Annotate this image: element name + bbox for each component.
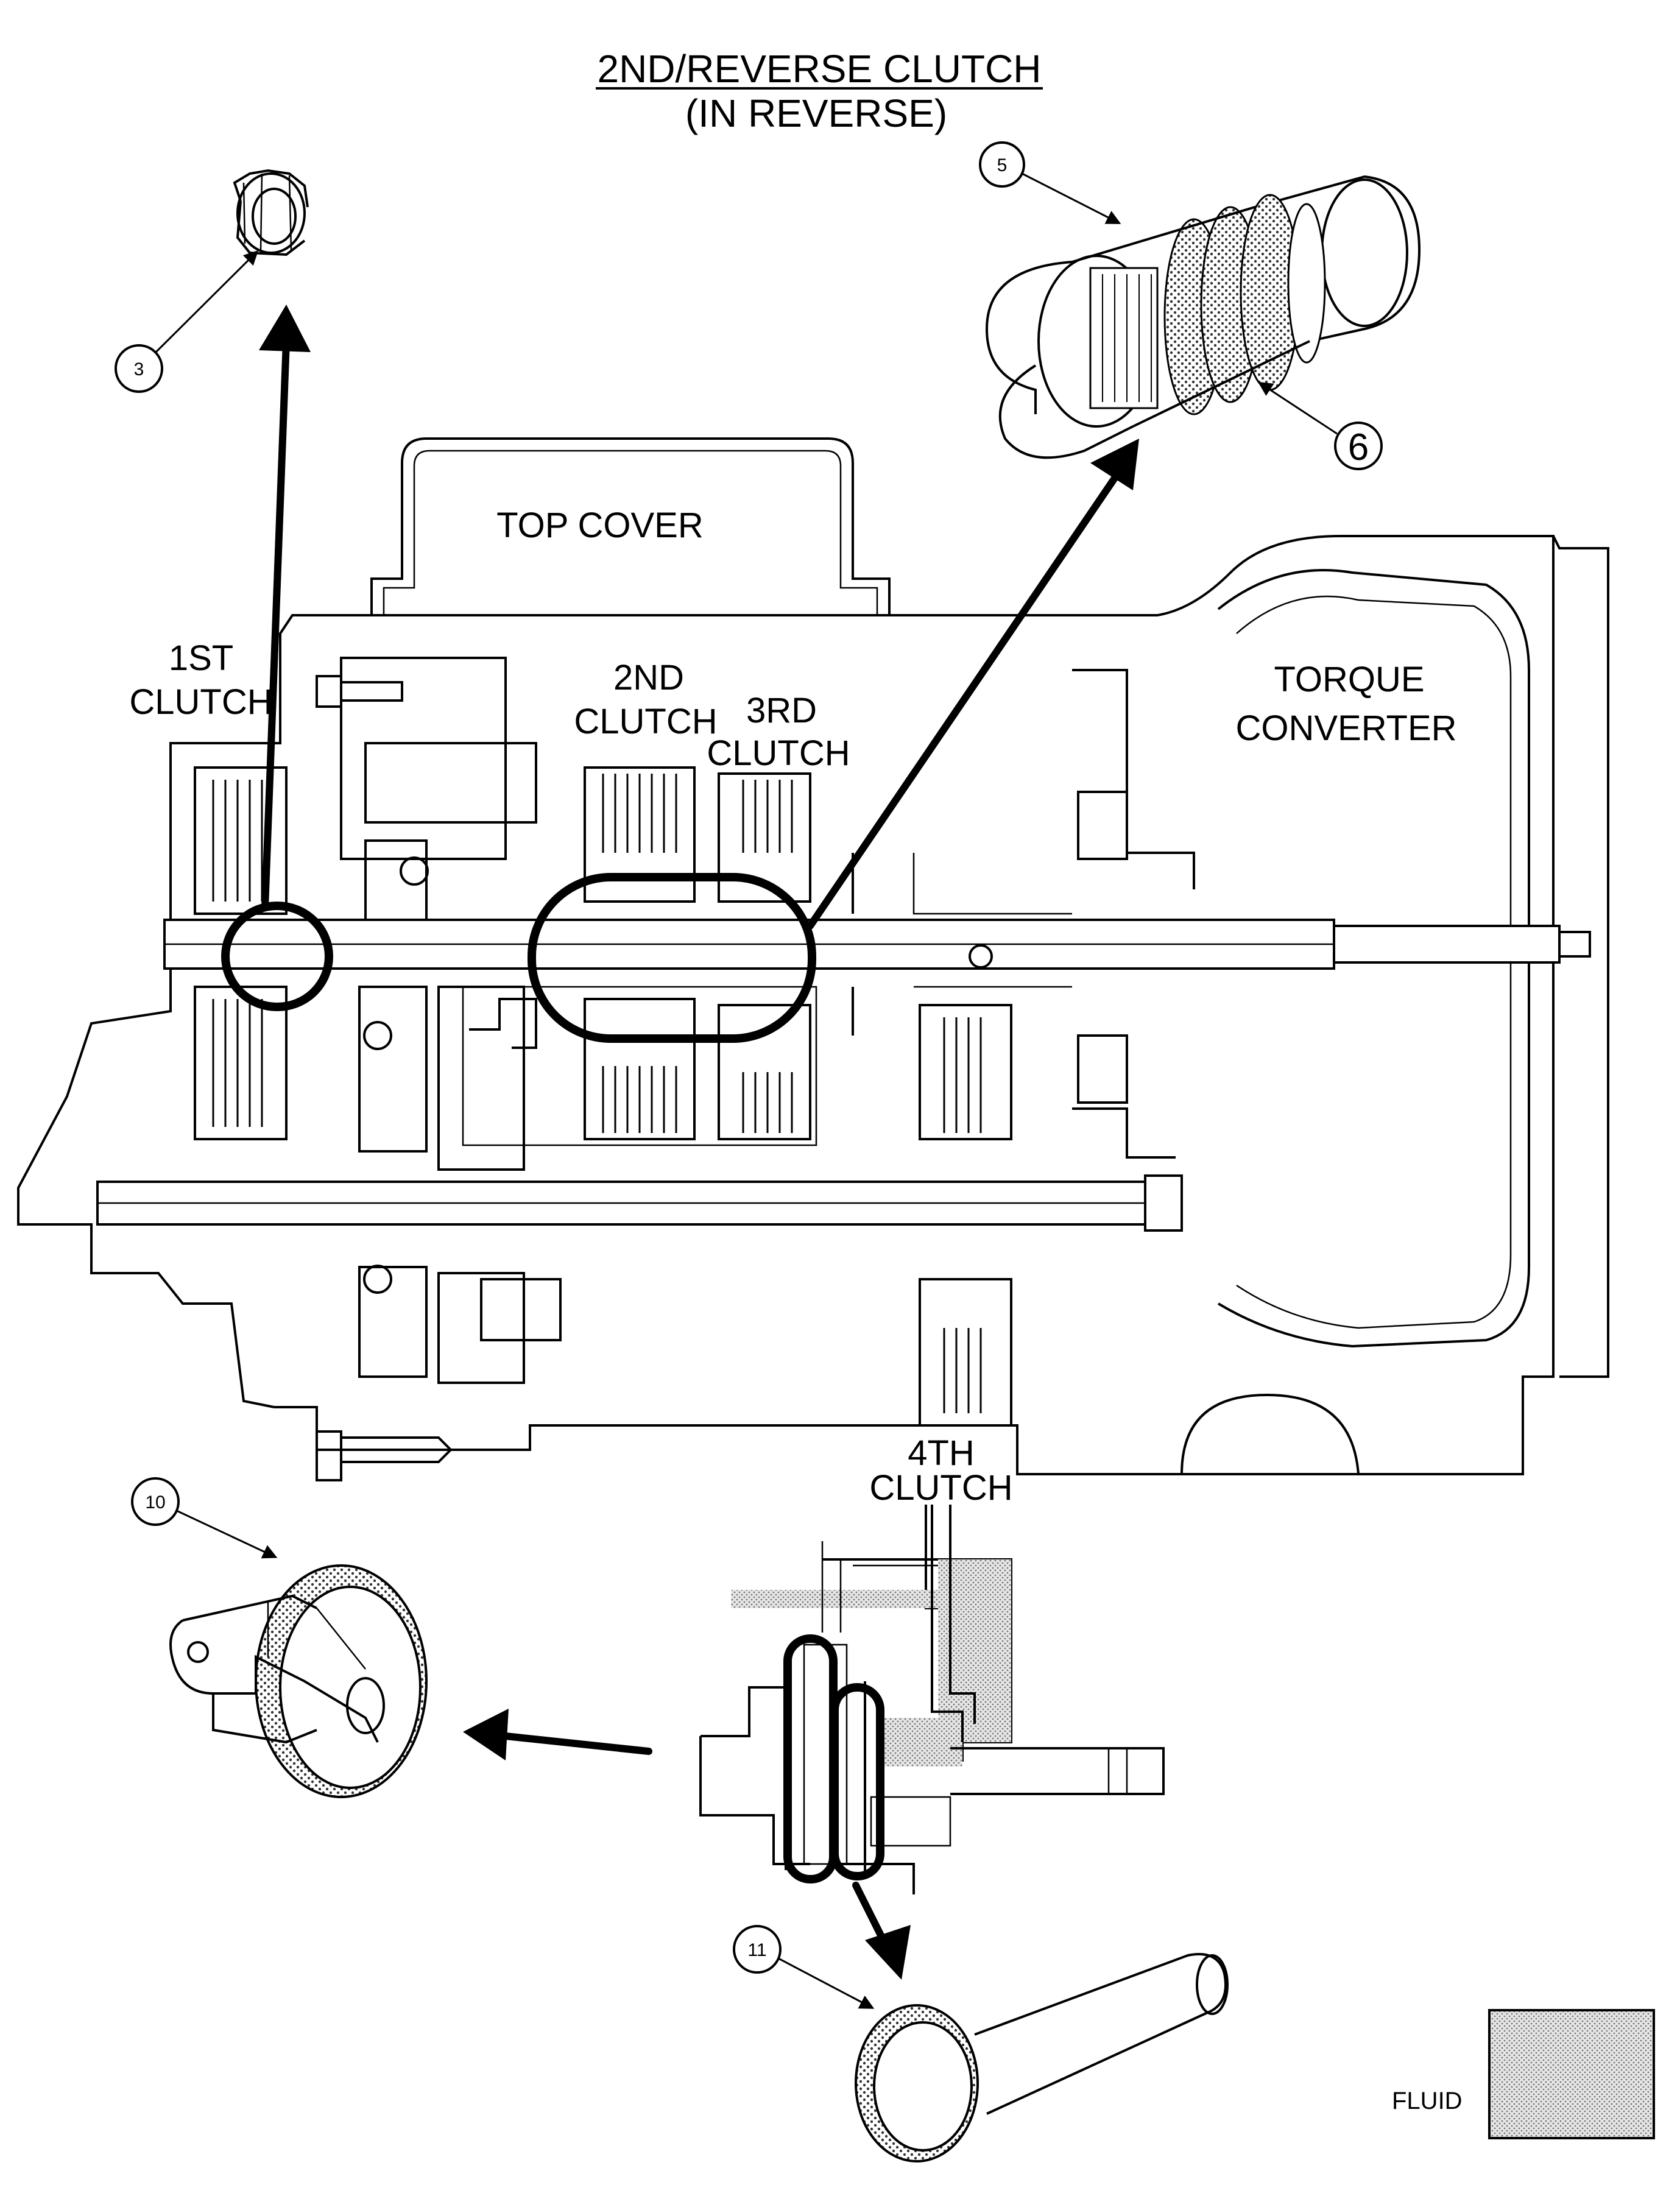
arrow-to-part-3 <box>259 305 311 911</box>
legend: FLUID <box>1392 2009 1655 2139</box>
title-line-1: 2ND/REVERSE CLUTCH <box>597 47 1041 91</box>
callout-5-number: 5 <box>997 155 1008 175</box>
arrow-to-part-11 <box>852 1882 911 1980</box>
callout-11-number: 11 <box>747 1940 766 1960</box>
callout-3: 3 <box>115 250 259 393</box>
label-3rd-clutch-line1: 3RD <box>746 691 817 730</box>
label-2nd-clutch-line2: CLUTCH <box>574 702 717 741</box>
callout-10: 10 <box>131 1477 278 1559</box>
legend-fluid-swatch <box>1488 2009 1655 2139</box>
arrow-to-part-6 <box>806 439 1139 930</box>
callout-3-number: 3 <box>134 359 144 380</box>
label-torque-converter-line1: TORQUE <box>1274 660 1424 699</box>
label-4th-clutch-line2: CLUTCH <box>869 1468 1012 1508</box>
label-top-cover: TOP COVER <box>496 506 704 545</box>
part-10-sleeve <box>169 1564 428 1798</box>
callout-6-number: 6 <box>1348 426 1369 468</box>
callout-5: 5 <box>979 141 1121 224</box>
part-11-piston <box>855 1953 1229 2162</box>
legend-fluid-label: FLUID <box>1392 2088 1463 2114</box>
fourth-clutch-detail <box>699 1505 1165 1894</box>
transmission-housing <box>17 437 1609 1481</box>
diagram-title: 2ND/REVERSE CLUTCH (IN REVERSE) <box>596 47 1043 135</box>
callout-6: 6 <box>1257 381 1383 470</box>
label-4th-clutch-line1: 4TH <box>908 1433 975 1473</box>
highlight-2nd-clutch-oval <box>528 873 816 1043</box>
label-torque-converter-line2: CONVERTER <box>1235 708 1456 748</box>
title-line-2: (IN REVERSE) <box>685 91 947 135</box>
part-3-nut <box>233 169 309 256</box>
label-3rd-clutch-line2: CLUTCH <box>707 733 850 773</box>
highlight-1st-clutch-oval <box>221 902 333 1011</box>
label-2nd-clutch-line1: 2ND <box>613 658 684 697</box>
label-1st-clutch-line1: 1ST <box>169 638 233 678</box>
label-1st-clutch-line2: CLUTCH <box>129 682 272 722</box>
callout-11: 11 <box>733 1925 875 2009</box>
callout-10-number: 10 <box>145 1492 165 1513</box>
part-5-6-shaft-seals <box>985 175 1421 459</box>
highlight-4th-clutch-ovals <box>783 1634 884 1883</box>
arrow-to-part-10 <box>463 1709 652 1760</box>
